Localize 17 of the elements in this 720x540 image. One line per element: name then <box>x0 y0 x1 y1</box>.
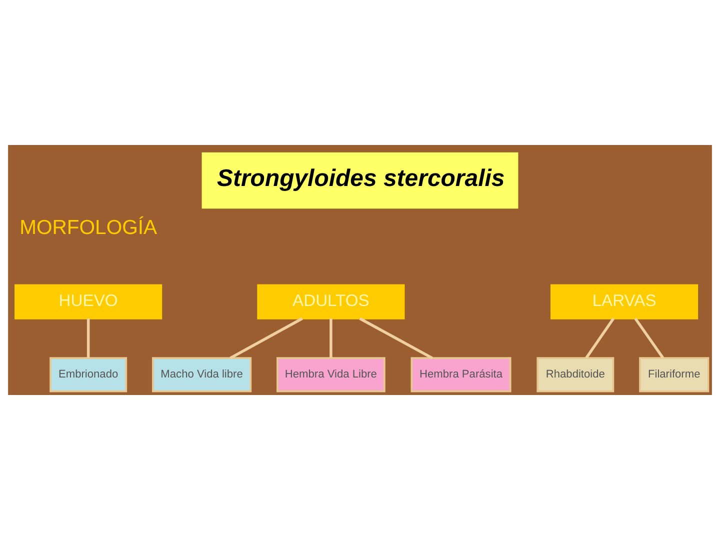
node-box: HUEVO <box>14 284 162 320</box>
diagram-title: Strongyloides stercoralis <box>217 164 505 192</box>
connector <box>330 318 332 358</box>
connector <box>634 318 664 359</box>
connector <box>585 318 615 359</box>
connector <box>230 317 303 360</box>
node-box: Hembra Parásita <box>410 357 512 392</box>
connector <box>359 317 433 360</box>
node-box: ADULTOS <box>257 284 405 320</box>
node-box: LARVAS <box>550 284 698 320</box>
node-box: Rhabditoide <box>536 357 614 392</box>
node-box: Hembra Vida Libre <box>276 357 386 392</box>
connector <box>86 318 90 358</box>
node-box: Filariforme <box>639 357 710 392</box>
label: MORFOLOGÍA <box>20 217 158 240</box>
node-box: Macho Vida libre <box>152 357 252 392</box>
node-box: Embrionado <box>50 357 128 392</box>
